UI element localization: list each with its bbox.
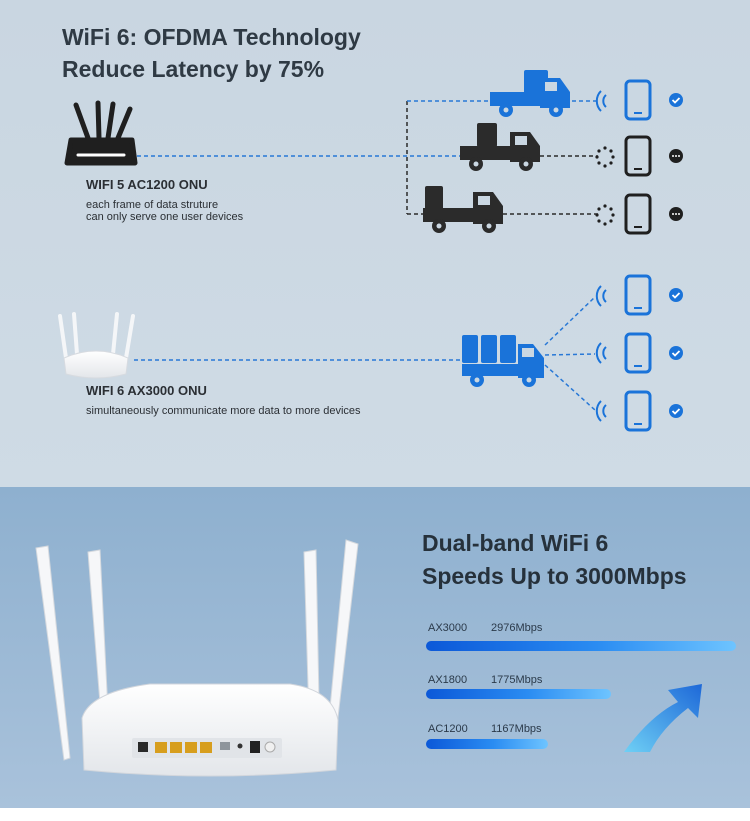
speed-bar bbox=[426, 739, 548, 749]
bar-label-speed: 1775Mbps bbox=[491, 674, 543, 686]
speed-headline: Speeds Up to 3000Mbps bbox=[422, 563, 687, 589]
bar-label-standard: AC1200 bbox=[428, 723, 468, 735]
phone-waiting-icon bbox=[595, 193, 683, 235]
growth-arrow-icon bbox=[624, 684, 702, 752]
large-router-image bbox=[35, 539, 359, 777]
bar-label-standard: AX3000 bbox=[428, 622, 468, 634]
wifi6-link-lines bbox=[134, 296, 596, 411]
wifi6-router-image bbox=[58, 312, 135, 379]
phone-waiting-icon bbox=[595, 135, 683, 177]
latency-headline: Reduce Latency by 75% bbox=[62, 56, 325, 82]
dark-truck-icon bbox=[423, 186, 503, 233]
speed-bar bbox=[426, 641, 736, 651]
wifi5-desc-line1: each frame of data struture bbox=[86, 199, 219, 211]
phone-connected-icon bbox=[595, 390, 683, 432]
phone-connected-icon bbox=[595, 79, 683, 121]
phone-connected-icon bbox=[595, 332, 683, 374]
loaded-blue-truck-icon bbox=[462, 335, 544, 387]
wifi6-title: WIFI 6 AX3000 ONU bbox=[86, 383, 207, 398]
speed-bar bbox=[426, 689, 611, 699]
bottom-white-strip bbox=[0, 808, 750, 821]
phone-connected-icon bbox=[595, 274, 683, 316]
blue-truck-icon bbox=[490, 70, 570, 117]
wifi5-title: WIFI 5 AC1200 ONU bbox=[86, 177, 208, 192]
dual-band-headline: Dual-band WiFi 6 bbox=[422, 530, 609, 556]
ofdma-headline: WiFi 6: OFDMA Technology bbox=[62, 24, 361, 50]
wifi5-router-icon bbox=[64, 100, 138, 166]
wifi5-link-lines bbox=[137, 100, 598, 215]
bar-label-standard: AX1800 bbox=[428, 674, 468, 686]
dark-truck-icon bbox=[460, 123, 540, 171]
bar-label-speed: 2976Mbps bbox=[491, 622, 543, 634]
bar-label-speed: 1167Mbps bbox=[491, 723, 542, 735]
wifi5-desc-line2: can only serve one user devices bbox=[86, 211, 244, 223]
wifi6-desc: simultaneously communicate more data to … bbox=[86, 405, 361, 417]
